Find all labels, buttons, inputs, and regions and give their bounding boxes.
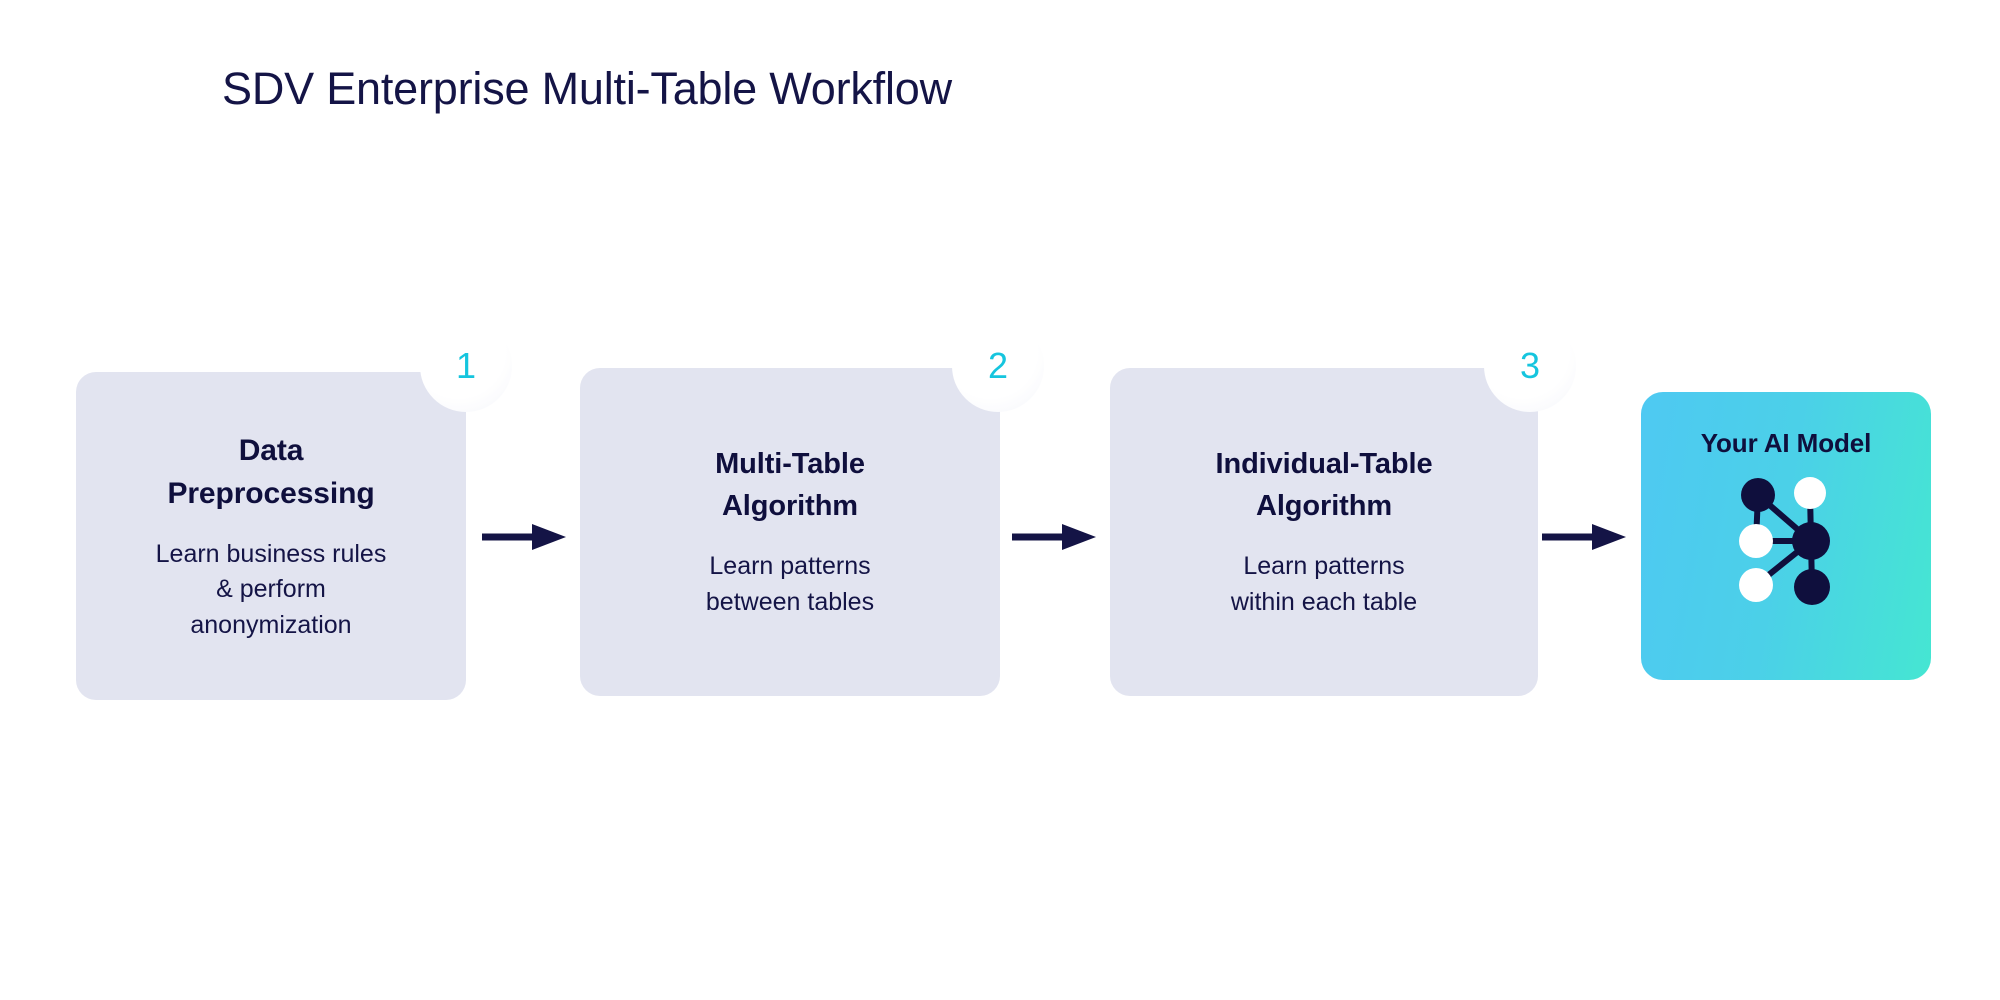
step-badge-number: 2	[987, 345, 1009, 386]
step-card-title-line-2: Algorithm	[1255, 489, 1393, 522]
step-card-description: Learn patterns between tables	[706, 549, 874, 620]
step-card-description: Learn business rules & perform anonymiza…	[156, 537, 387, 644]
step-card-multi-table-algorithm[interactable]: Multi-Table Algorithm Learn patterns bet…	[580, 368, 1000, 696]
step-card-desc-line-1: Learn business rules	[155, 539, 387, 568]
arrow-right-icon	[1010, 522, 1100, 552]
step-card-desc-line-2: within each table	[1230, 587, 1418, 616]
step-badge-2: 2	[946, 314, 1050, 418]
step-card-title: Data Preprocessing	[167, 429, 374, 515]
step-card-data-preprocessing[interactable]: Data Preprocessing Learn business rules …	[76, 372, 466, 700]
step-card-title: Multi-Table Algorithm	[715, 444, 865, 528]
step-card-desc-line-1: Learn patterns	[1243, 552, 1405, 581]
output-card-your-ai-model[interactable]: Your AI Model	[1641, 392, 1931, 680]
step-card-title-line-2: Preprocessing	[167, 476, 375, 510]
output-card-title: Your AI Model	[1700, 428, 1872, 458]
step-card-description: Learn patterns within each table	[1231, 549, 1417, 620]
arrow-right-icon	[1540, 522, 1630, 552]
step-card-title: Individual-Table Algorithm	[1216, 444, 1433, 528]
step-card-desc-line-1: Learn patterns	[709, 552, 871, 581]
step-card-title-line-2: Algorithm	[721, 489, 858, 522]
neural-network-icon	[1732, 475, 1840, 614]
step-badge-1: 1	[414, 314, 518, 418]
step-badge-3: 3	[1478, 314, 1582, 418]
step-badge-number: 1	[455, 345, 477, 386]
arrow-right-icon	[480, 522, 570, 552]
page-title: SDV Enterprise Multi-Table Workflow	[222, 63, 952, 114]
step-card-individual-table-algorithm[interactable]: Individual-Table Algorithm Learn pattern…	[1110, 368, 1538, 696]
step-card-title-line-1: Individual-Table	[1215, 447, 1433, 480]
step-card-title-line-1: Multi-Table	[715, 447, 865, 480]
step-card-desc-line-3: anonymization	[190, 610, 352, 639]
step-card-desc-line-2: & perform	[216, 575, 326, 604]
step-card-desc-line-2: between tables	[705, 587, 875, 616]
step-card-title-line-1: Data	[238, 433, 304, 467]
step-badge-number: 3	[1519, 345, 1541, 386]
